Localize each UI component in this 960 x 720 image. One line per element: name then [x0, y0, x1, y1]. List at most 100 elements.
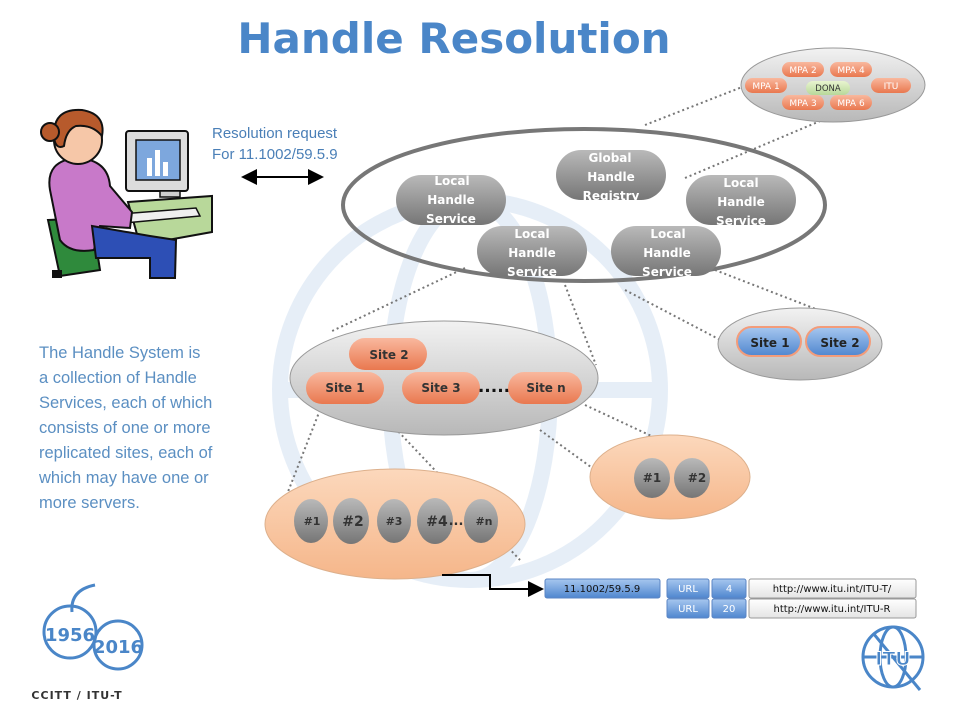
svg-text:Service: Service [507, 265, 557, 279]
site-3-label: Site 3 [421, 381, 460, 395]
record-row-2-value: http://www.itu.int/ITU-R [774, 604, 891, 615]
mpa3-pill [782, 95, 824, 110]
server-dots: ... [449, 514, 464, 529]
itu-pill [871, 78, 911, 93]
anniversary-logo: 1956 2016 CCITT / ITU-T [31, 583, 144, 702]
svg-text:Handle: Handle [587, 170, 635, 184]
svg-text:Local: Local [723, 176, 758, 190]
mpa4-label: MPA 4 [837, 66, 865, 76]
request-line-2: For 11.1002/59.5.9 [212, 146, 338, 163]
mpa6-pill [830, 95, 872, 110]
record-row-1-index: 4 [726, 584, 732, 595]
record-connector [442, 574, 544, 597]
server-1-label: #1 [304, 515, 321, 528]
description-line: a collection of Handle [39, 369, 197, 387]
site-2-label: Site 2 [369, 348, 408, 362]
dona-label: DONA [815, 84, 841, 94]
server-2 [333, 498, 369, 544]
server-3 [377, 499, 411, 543]
description-line: replicated sites, each of [39, 444, 213, 462]
site-dots: ..... [478, 377, 510, 397]
small-servers-ellipse [589, 434, 751, 520]
local-handle-service-4: Local Handle Service [611, 226, 721, 279]
mpa1-label: MPA 1 [752, 82, 779, 92]
record-row-1-value: http://www.itu.int/ITU-T/ [773, 584, 892, 595]
small-server-1-label: #1 [643, 471, 661, 485]
record-row-1-index-box [711, 578, 747, 599]
site-1-pill [306, 372, 384, 404]
logo-caption: CCITT / ITU-T [31, 689, 122, 702]
record-handle: 11.1002/59.5.9 [564, 584, 641, 595]
svg-text:Local: Local [434, 174, 469, 188]
server-n-label: #n [475, 515, 492, 528]
mpa-cluster: MPA 2 MPA 4 MPA 1 DONA ITU MPA 3 MPA 6 [745, 62, 911, 110]
record-row-2-value-box [748, 598, 917, 619]
record-row-2-type: URL [678, 604, 698, 615]
description-line: which may have one or [39, 469, 209, 487]
site-1-label: Site 1 [325, 381, 364, 395]
resolution-request-text: Resolution request For 11.1002/59.5.9 [212, 123, 338, 165]
global-handle-registry: Global Handle Registry [556, 150, 666, 203]
mpa6-label: MPA 6 [837, 99, 865, 109]
dona-pill [806, 81, 850, 95]
svg-text:Local: Local [650, 227, 685, 241]
itu-logo-text: ITU [875, 648, 910, 670]
svg-text:Handle: Handle [427, 193, 475, 207]
svg-text:Registry: Registry [583, 189, 640, 203]
svg-text:Service: Service [642, 265, 692, 279]
handle-system-ellipse [341, 127, 827, 283]
svg-text:Handle: Handle [508, 246, 556, 260]
right-site-2-label: Site 2 [820, 336, 859, 350]
site-cluster: Site 2 Site 1 Site 3 ..... Site n [306, 338, 582, 404]
small-server-2-label: #2 [688, 471, 706, 485]
local-handle-service-3: Local Handle Service [477, 226, 587, 279]
page-title: Handle Resolution [237, 14, 671, 63]
server-3-label: #3 [386, 515, 403, 528]
itu-label: ITU [884, 82, 899, 92]
svg-text:Handle: Handle [643, 246, 691, 260]
person-at-computer-icon [40, 108, 213, 279]
local-handle-service-1: Local Handle Service [396, 174, 506, 226]
small-server-cluster: #1 #2 [634, 458, 710, 498]
record-row-1-type: URL [678, 584, 698, 595]
mpa2-pill [782, 62, 824, 77]
server-4 [417, 498, 453, 544]
right-site-2-pill [805, 326, 871, 357]
site-n-label: Site n [526, 381, 565, 395]
site-n-pill [508, 372, 582, 404]
logo-year-1: 1956 [45, 625, 95, 646]
mpa3-label: MPA 3 [789, 99, 816, 109]
site-2-pill [349, 338, 427, 370]
mpa2-label: MPA 2 [789, 66, 816, 76]
server-cluster: #1 #2 #3 #4 ... #n [294, 498, 498, 544]
record-handle-box [544, 578, 661, 599]
record-row-2-type-box [666, 598, 710, 619]
handle-record: 11.1002/59.5.9 URL 4 http://www.itu.int/… [544, 578, 917, 619]
server-2-label: #2 [342, 514, 363, 530]
mpa1-pill [745, 78, 787, 93]
description-line: more servers. [39, 494, 140, 512]
svg-text:Service: Service [716, 214, 766, 228]
right-site-1-label: Site 1 [750, 336, 789, 350]
svg-text:Service: Service [426, 212, 476, 226]
small-server-1 [634, 458, 670, 498]
record-row-2-index: 20 [723, 604, 736, 615]
record-row-1-type-box [666, 578, 710, 599]
description-line: The Handle System is [39, 344, 201, 362]
logo-year-2: 2016 [93, 637, 143, 658]
record-row-2-index-box [711, 598, 747, 619]
right-site-cluster: Site 1 Site 2 [736, 326, 871, 357]
mpa4-pill [830, 62, 872, 77]
description-line: Services, each of which [39, 394, 213, 412]
description-text: The Handle System is a collection of Han… [39, 341, 259, 516]
site-3-pill [402, 372, 480, 404]
svg-text:Local: Local [514, 227, 549, 241]
svg-text:Global: Global [588, 151, 631, 165]
record-row-1-value-box [748, 578, 917, 599]
right-site-1-pill [736, 326, 802, 357]
description-line: consists of one or more [39, 419, 211, 437]
server-4-label: #4 [426, 514, 448, 530]
server-n [464, 499, 498, 543]
request-line-1: Resolution request [212, 125, 338, 142]
